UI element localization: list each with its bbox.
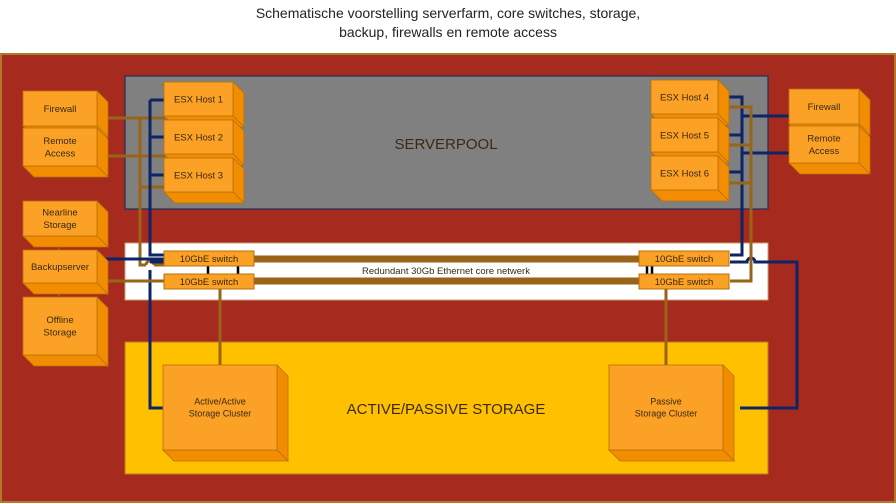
serverpool-label: SERVERPOOL: [394, 136, 497, 153]
switch-left-top[interactable]: [163, 250, 255, 267]
brown-link-left-bus: [138, 118, 146, 267]
esx-host-6-bottom: [650, 189, 730, 202]
passive-storage-cluster-bottom: [608, 449, 735, 462]
active-storage-cluster-side: [276, 364, 289, 462]
nearline-storage-label: Nearline: [42, 207, 77, 218]
esx-host-3[interactable]: ESX Host 3: [163, 157, 245, 204]
right-remote-access-label: Access: [809, 146, 840, 157]
right-remote-access-label: Remote: [807, 133, 840, 144]
offline-storage-bottom: [22, 354, 109, 367]
esx-host-2-front: [163, 119, 234, 155]
left-remote-access-label: Access: [45, 149, 76, 160]
backupserver-front: [22, 249, 98, 284]
active-storage-cluster-label: Active/Active: [194, 397, 246, 407]
esx-host-4-label: ESX Host 4: [660, 92, 709, 103]
navy-link-active-storage: [148, 270, 165, 410]
passive-storage-cluster-side: [722, 364, 735, 462]
left-remote-access-front: [22, 127, 98, 167]
backupserver-label: Backupserver: [31, 262, 89, 273]
switch-right-top-label: 10GbE switch: [655, 254, 714, 265]
esx-host-5-label: ESX Host 5: [660, 130, 709, 141]
offline-storage-front: [22, 296, 98, 356]
left-firewall-label: Firewall: [44, 104, 77, 115]
offline-storage-side: [96, 296, 109, 367]
left-remote-access-bottom: [22, 165, 109, 178]
backupserver-bottom: [22, 282, 109, 295]
core-network-label: Redundant 30Gb Ethernet core netwerk: [362, 266, 530, 277]
right-remote-access-bottom: [788, 162, 871, 175]
devices: FirewallRemoteAccessNearlineStorageBacku…: [22, 79, 871, 462]
brown-link-right-bus: [718, 105, 753, 283]
esx-host-1-label: ESX Host 1: [174, 94, 223, 105]
switch-left-top-label: 10GbE switch: [180, 254, 239, 265]
esx-host-3-front: [163, 157, 234, 193]
offline-storage-label: Storage: [43, 328, 76, 339]
switches: 10GbE switch 10GbE switch 10GbE switch 1…: [163, 250, 730, 290]
navy-link-backupserver: [96, 257, 164, 264]
active-storage-cluster-bottom: [162, 449, 289, 462]
left-firewall-front: [22, 90, 98, 127]
navy-link-right-bus: [718, 95, 744, 257]
active-storage-cluster-front: [162, 364, 278, 451]
diagram-title: Schematische voorstelling serverfarm, co…: [0, 4, 896, 42]
active-storage-cluster-label: Storage Cluster: [189, 409, 252, 419]
connections: Redundant 30Gb Ethernet core netwerk: [58, 95, 799, 410]
switch-right-bottom-label: 10GbE switch: [655, 277, 714, 288]
title-line-2: backup, firewalls en remote access: [339, 24, 557, 40]
switch-left-bottom[interactable]: [163, 273, 255, 290]
navy-link-hosts-right: [718, 114, 790, 174]
esx-host-2-label: ESX Host 2: [174, 132, 223, 143]
switch-left-bottom-label: 10GbE switch: [180, 277, 239, 288]
esx-host-2[interactable]: ESX Host 2: [163, 119, 245, 166]
right-firewall-label: Firewall: [808, 102, 841, 113]
offline-storage-label: Offline: [46, 315, 73, 326]
esx-host-3-bottom: [163, 191, 245, 204]
brown-link-hosts-left: [140, 116, 165, 189]
switch-right-top[interactable]: [638, 250, 730, 267]
navy-link-hosts-left: [150, 98, 165, 177]
switch-right-bottom[interactable]: [638, 273, 730, 290]
passive-storage-cluster-label: Storage Cluster: [635, 409, 698, 419]
nearline-storage-label: Storage: [43, 220, 76, 231]
navy-link-left-bus: [148, 100, 164, 257]
esx-host-3-label: ESX Host 3: [174, 170, 223, 181]
right-firewall-front: [788, 88, 860, 125]
storage-zone-label: ACTIVE/PASSIVE STORAGE: [347, 401, 546, 418]
esx-host-6-label: ESX Host 6: [660, 168, 709, 179]
backupserver[interactable]: Backupserver: [22, 249, 109, 295]
switch-stack-links: [206, 266, 654, 274]
navy-link-passive-storage: [730, 256, 799, 410]
esx-host-5-front: [650, 117, 719, 153]
esx-host-6-front: [650, 155, 719, 191]
left-remote-access-label: Remote: [43, 136, 76, 147]
passive-storage-cluster-front: [608, 364, 724, 451]
esx-host-1-front: [163, 81, 234, 117]
esx-host-4-front: [650, 79, 719, 115]
nearline-storage-front: [22, 200, 98, 237]
nearline-storage-bottom: [22, 235, 109, 248]
title-line-1: Schematische voorstelling serverfarm, co…: [255, 5, 641, 21]
passive-storage-cluster-label: Passive: [650, 397, 682, 407]
esx-host-6[interactable]: ESX Host 6: [650, 155, 730, 202]
right-remote-access-front: [788, 125, 860, 164]
